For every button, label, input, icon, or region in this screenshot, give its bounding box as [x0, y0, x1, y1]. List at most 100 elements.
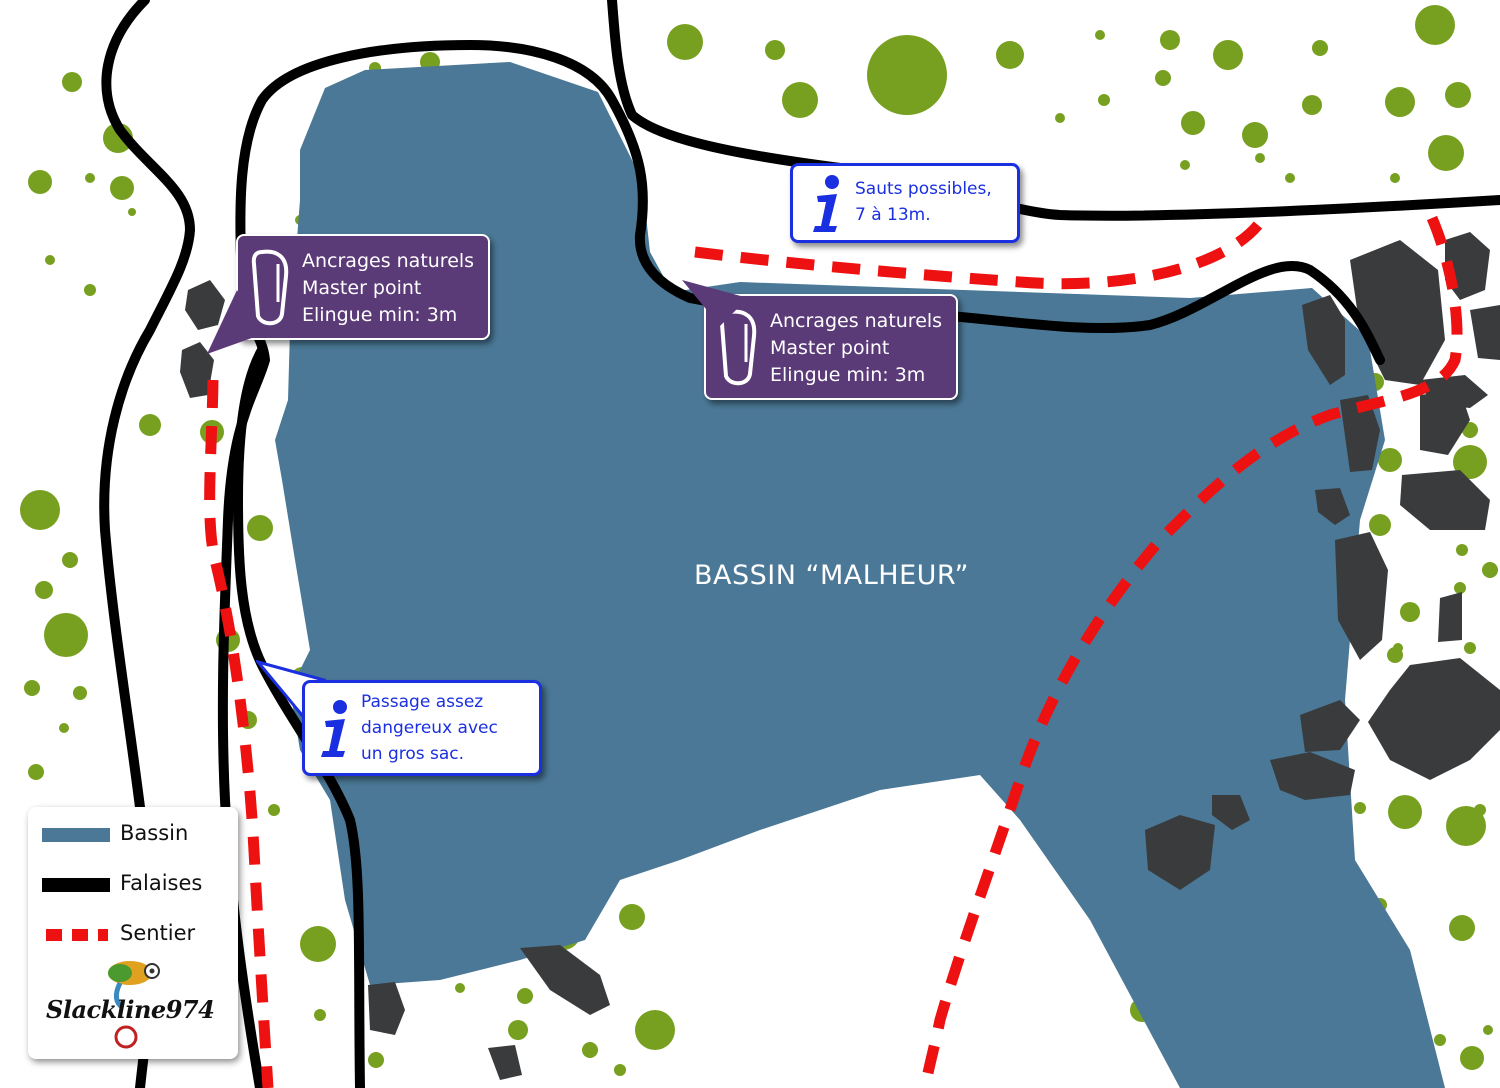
vegetation-dot: [1155, 70, 1171, 86]
vegetation-dot: [1388, 795, 1422, 829]
vegetation-dot: [1393, 643, 1403, 653]
anchor-callout-left-text: Ancrages naturels Master point Elingue m…: [302, 248, 474, 329]
vegetation-dot: [62, 72, 82, 92]
vegetation-dot: [1369, 514, 1391, 536]
passage-info-line: dangereux avec: [361, 718, 498, 738]
jumps-info-line: Sauts possibles,: [855, 179, 992, 199]
jumps-info-line: 7 à 13m.: [855, 205, 931, 225]
vegetation-dot: [1160, 30, 1180, 50]
water-swatch: [42, 828, 110, 842]
vegetation-dot: [782, 82, 818, 118]
vegetation-dot: [28, 170, 52, 194]
jumps-info-text: Sauts possibles, 7 à 13m.: [855, 176, 992, 228]
passage-info-line: un gros sac.: [361, 744, 465, 764]
map-legend: Bassin Falaises Sentier Slackline974: [28, 807, 238, 1059]
legend-label: Falaises: [120, 871, 203, 895]
logo-text: Slackline974: [46, 995, 215, 1024]
vegetation-dot: [314, 1009, 326, 1021]
vegetation-dot: [1445, 82, 1471, 108]
jumps-info-callout: Sauts possibles, 7 à 13m.: [790, 163, 1020, 243]
vegetation-dot: [73, 686, 87, 700]
legend-item-falaises: Falaises: [42, 869, 232, 899]
vegetation-dot: [1446, 806, 1486, 846]
anchor-callout-left-line: Ancrages naturels: [302, 250, 475, 272]
anchor-callout-right-line: Ancrages naturels: [770, 310, 943, 332]
vegetation-dot: [1434, 1034, 1446, 1046]
legend-item-sentier: Sentier: [42, 919, 232, 949]
vegetation-dot: [84, 284, 96, 296]
vegetation-dot: [582, 1042, 598, 1058]
anchor-callout-left-line: Elingue min: 3m: [302, 304, 458, 326]
anchor-callout-left-pointer: [207, 290, 263, 354]
vegetation-dot: [1213, 40, 1243, 70]
passage-info-text: Passage assez dangereux avec un gros sac…: [361, 689, 498, 767]
trail-line-swatch: [46, 929, 108, 941]
map-title: BASSIN “MALHEUR”: [694, 560, 969, 591]
anchor-callout-right-line: Elingue min: 3m: [770, 364, 926, 386]
info-icon: [321, 700, 347, 757]
vegetation-dot: [635, 1010, 675, 1050]
vegetation-dot: [128, 208, 136, 216]
carabiner-icon: [251, 249, 289, 326]
vegetation-dot: [1415, 5, 1455, 45]
vegetation-dot: [368, 1052, 384, 1068]
vegetation-dot: [508, 1020, 528, 1040]
vegetation-dot: [996, 41, 1024, 69]
vegetation-dot: [1378, 448, 1402, 472]
anchor-callout-left: Ancrages naturels Master point Elingue m…: [236, 234, 490, 340]
vegetation-dot: [1095, 30, 1105, 40]
trail-lines: [204, 215, 1463, 1088]
anchor-callout-right-pointer: [682, 280, 748, 326]
vegetation-dot: [1460, 1046, 1484, 1070]
vegetation-dot: [1453, 445, 1487, 479]
vegetation-dot: [1255, 153, 1265, 163]
vegetation-dot: [1454, 582, 1466, 594]
vegetation-dot: [1464, 642, 1476, 654]
vegetation-dot: [1390, 173, 1400, 183]
vegetation-dot: [44, 613, 88, 657]
vegetation-dot: [667, 24, 703, 60]
vegetation-dot: [1098, 94, 1110, 106]
vegetation-dot: [1242, 122, 1268, 148]
vegetation-dot: [1428, 135, 1464, 171]
vegetation-dot: [1181, 111, 1205, 135]
vegetation-dot: [28, 764, 44, 780]
vegetation-dot: [62, 552, 78, 568]
vegetation-dot: [1302, 95, 1322, 115]
cliff-line-swatch: [42, 878, 110, 892]
anchor-callout-right-text: Ancrages naturels Master point Elingue m…: [770, 308, 942, 389]
vegetation-dot: [1483, 1025, 1493, 1035]
vegetation-dot: [1456, 544, 1468, 556]
vegetation-dot: [1400, 602, 1420, 622]
vegetation-dot: [1312, 40, 1328, 56]
vegetation-dot: [1449, 915, 1475, 941]
legend-label: Bassin: [120, 821, 189, 845]
vegetation-dot: [517, 988, 533, 1004]
vegetation-dot: [110, 176, 134, 200]
anchor-callout-right: Ancrages naturels Master point Elingue m…: [704, 294, 958, 400]
vegetation-dot: [1285, 173, 1295, 183]
vegetation-dot: [35, 581, 53, 599]
vegetation-dot: [765, 40, 785, 60]
vegetation-dot: [139, 414, 161, 436]
vegetation-dot: [1385, 87, 1415, 117]
vegetation-dot: [1055, 113, 1065, 123]
anchor-callout-right-line: Master point: [770, 337, 890, 359]
vegetation-dot: [300, 926, 336, 962]
vegetation-dot: [24, 680, 40, 696]
vegetation-dot: [455, 983, 465, 993]
vegetation-dot: [619, 904, 645, 930]
vegetation-dot: [1180, 160, 1190, 170]
vegetation-dot: [1482, 562, 1498, 578]
vegetation-dot: [85, 173, 95, 183]
vegetation-dot: [867, 35, 947, 115]
vegetation-dot: [268, 804, 280, 816]
vegetation-dot: [247, 515, 273, 541]
info-icon: [813, 175, 839, 232]
vegetation-dot: [1354, 802, 1366, 814]
anchor-callout-left-line: Master point: [302, 277, 422, 299]
vegetation-dot: [59, 723, 69, 733]
vegetation-dot: [45, 255, 55, 265]
legend-label: Sentier: [120, 921, 196, 945]
